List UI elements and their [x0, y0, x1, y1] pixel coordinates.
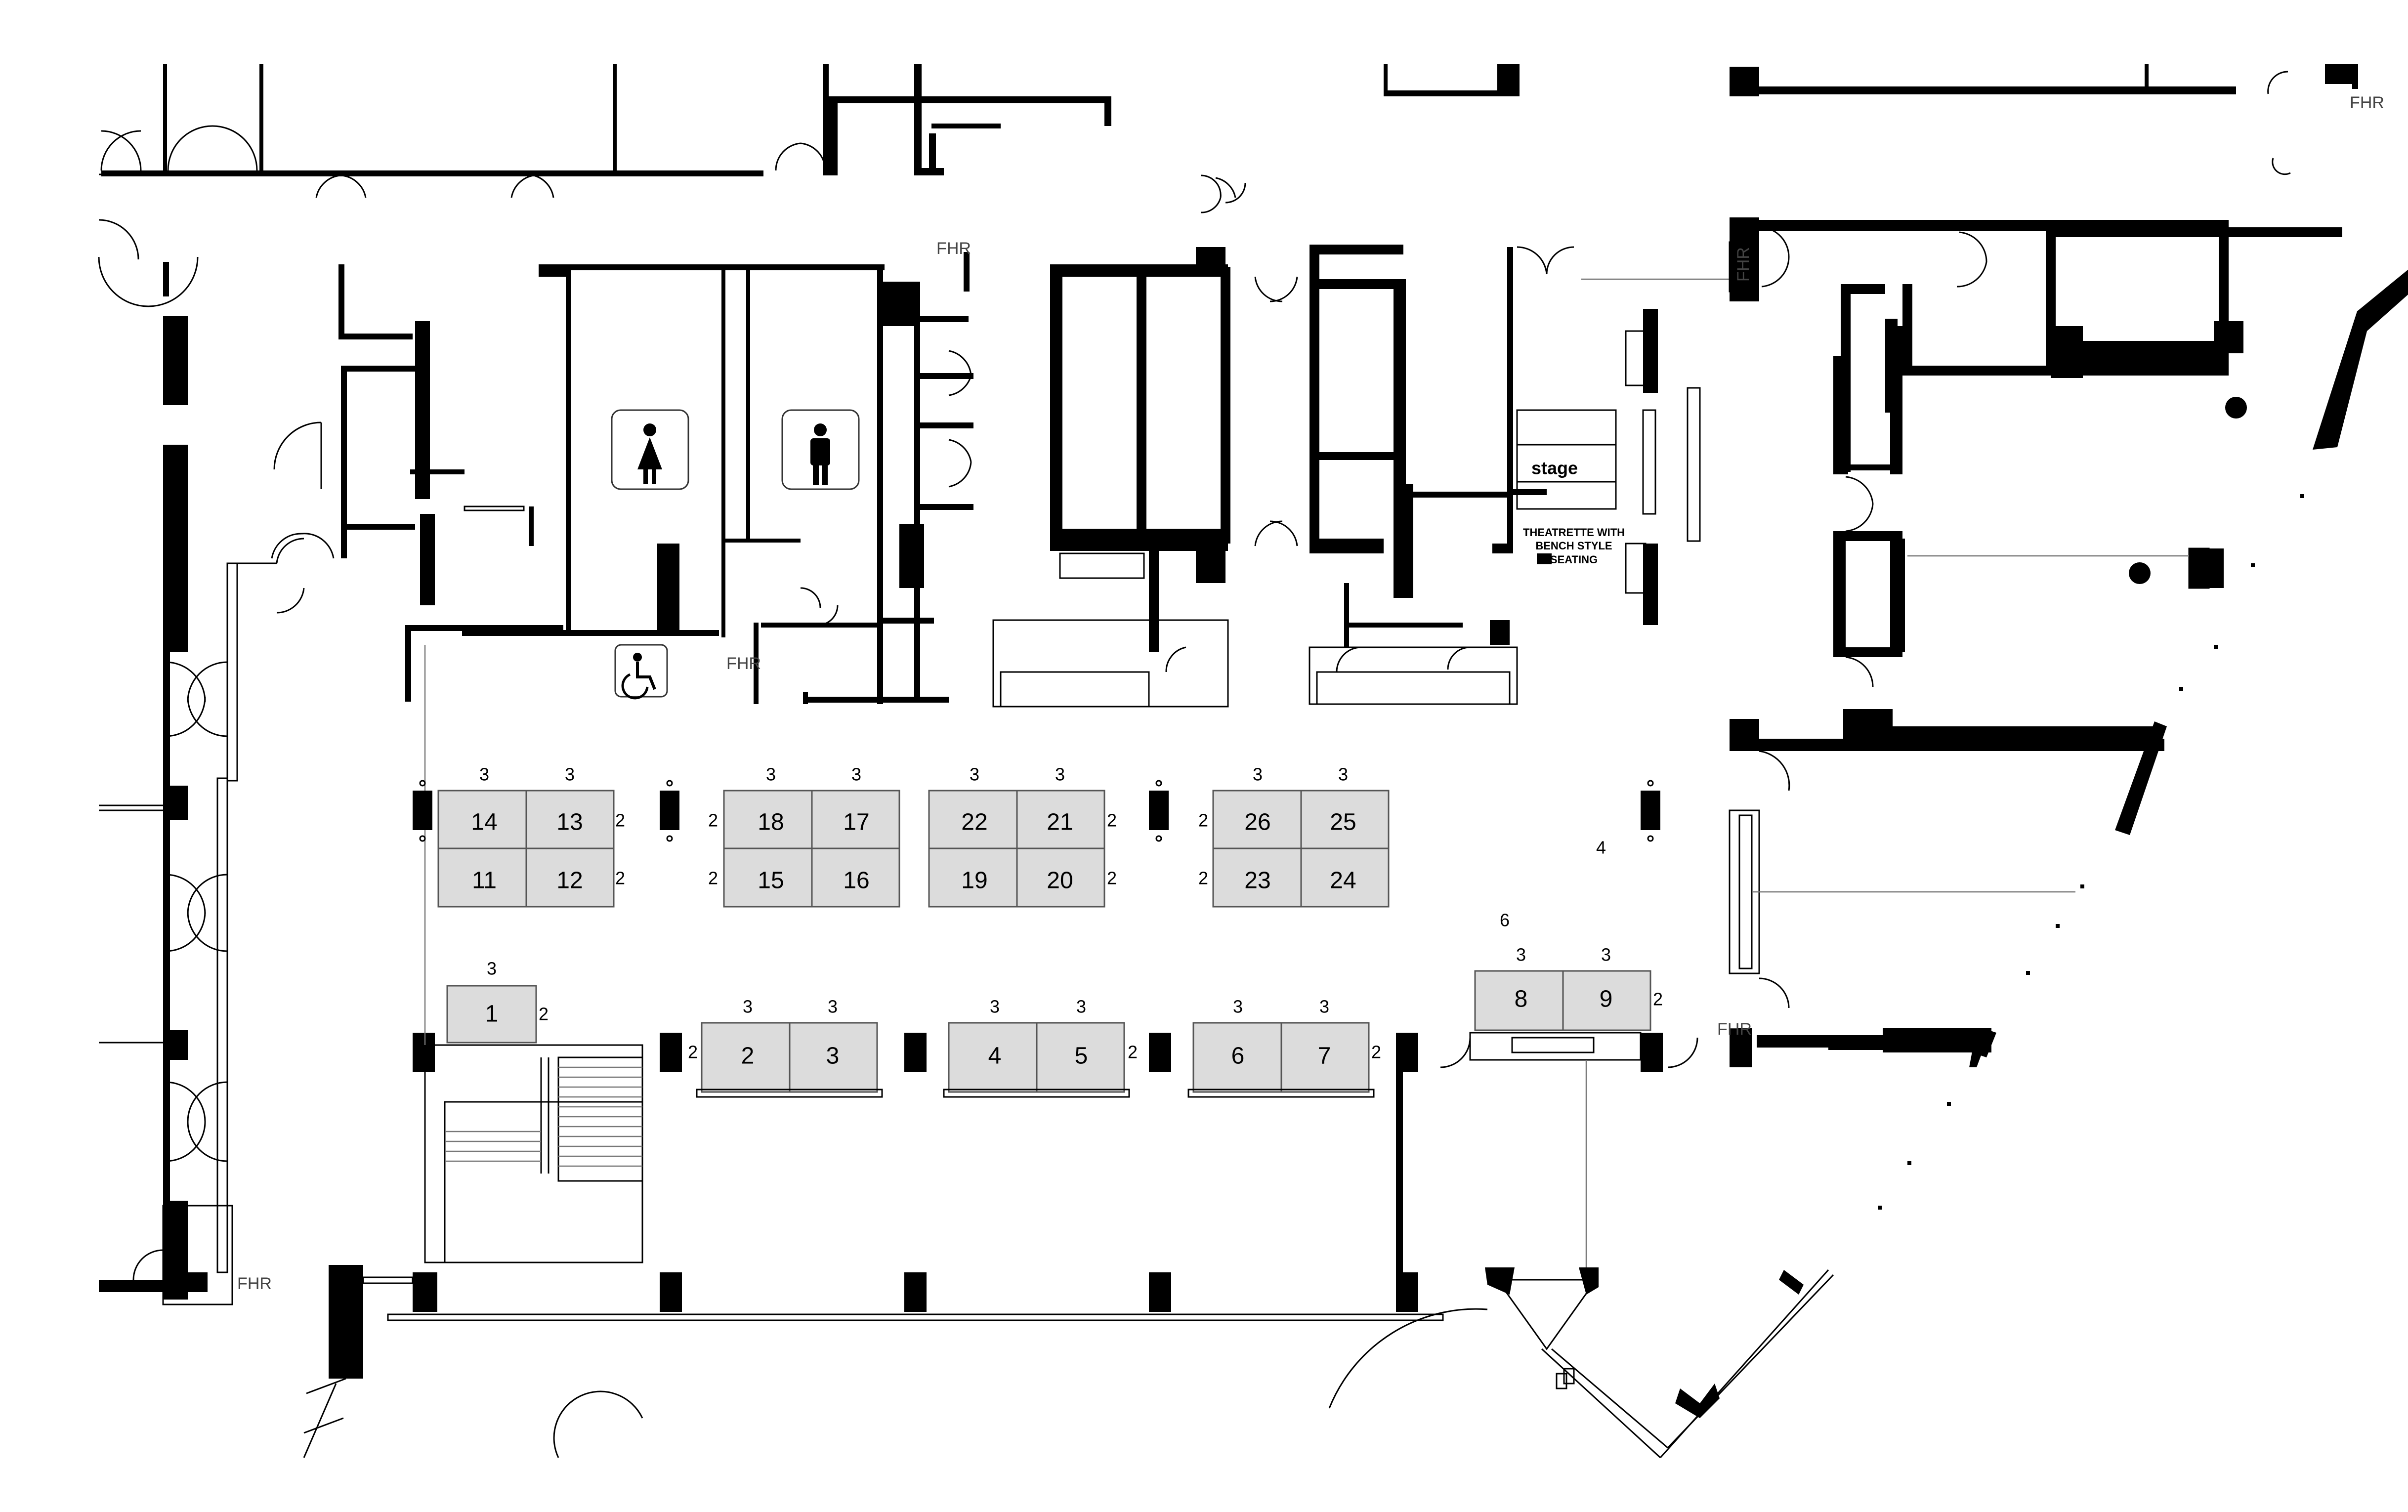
svg-text:2: 2 — [615, 868, 625, 888]
svg-text:3: 3 — [1516, 945, 1526, 965]
svg-text:2: 2 — [708, 868, 718, 888]
svg-text:3: 3 — [1233, 997, 1243, 1017]
fhr-label: FHR — [1717, 1020, 1752, 1039]
booth-number: 1 — [485, 1001, 499, 1027]
booth-number: 23 — [1244, 868, 1270, 894]
svg-text:2: 2 — [1107, 868, 1117, 888]
svg-text:2: 2 — [1128, 1042, 1138, 1062]
booth[interactable] — [437, 790, 615, 908]
booth-number: 21 — [1047, 809, 1073, 836]
booth-number: 26 — [1244, 809, 1270, 836]
svg-text:3: 3 — [1319, 997, 1329, 1017]
booth-number: 20 — [1047, 868, 1073, 894]
svg-text:6: 6 — [1500, 910, 1510, 930]
booth-number: 4 — [988, 1043, 1002, 1069]
fhr-label: FHR — [1734, 247, 1753, 282]
facade-dots — [1878, 494, 2304, 1210]
booth-number: 12 — [556, 868, 583, 894]
svg-text:THEATRETTE WITH: THEATRETTE WITH — [1523, 526, 1625, 539]
booth-number: 19 — [961, 868, 987, 894]
theatrette-label: THEATRETTE WITH BENCH STYLE SEATING — [1523, 526, 1625, 566]
booth-number: 9 — [1600, 986, 1613, 1012]
reference-lines — [424, 278, 2189, 1045]
booth[interactable] — [723, 790, 900, 908]
svg-text:3: 3 — [970, 764, 979, 785]
svg-text:3: 3 — [1253, 764, 1263, 785]
svg-text:3: 3 — [565, 764, 575, 785]
svg-text:3: 3 — [487, 959, 497, 979]
column-marker — [2225, 397, 2247, 419]
corridor-frames — [99, 173, 761, 1305]
booth-number: 25 — [1330, 809, 1356, 836]
door-swings — [98, 71, 2291, 1458]
corridor-doors — [132, 538, 305, 1280]
fhr-label: FHR — [936, 239, 971, 258]
booth-number: 7 — [1318, 1043, 1331, 1069]
pillar-dots — [419, 780, 1654, 842]
svg-text:2: 2 — [688, 1042, 698, 1062]
svg-text:2: 2 — [1198, 810, 1208, 831]
svg-text:3: 3 — [479, 764, 489, 785]
svg-text:2: 2 — [615, 810, 625, 831]
svg-text:2: 2 — [1107, 810, 1117, 831]
stage-label: stage — [1531, 458, 1578, 478]
booth[interactable] — [928, 790, 1105, 908]
svg-text:3: 3 — [1338, 764, 1348, 785]
svg-text:3: 3 — [1076, 997, 1086, 1017]
svg-text:SEATING: SEATING — [1550, 553, 1598, 566]
svg-text:3: 3 — [828, 997, 838, 1017]
lower-hall — [303, 494, 2304, 1459]
booth-number: 11 — [472, 868, 497, 894]
booth-number: 6 — [1231, 1043, 1245, 1069]
booth-number: 2 — [741, 1043, 755, 1069]
svg-text:2: 2 — [1198, 868, 1208, 888]
fhr-label: FHR — [2350, 93, 2384, 112]
fhr-label: FHR — [726, 654, 761, 673]
booth-number: 3 — [826, 1043, 840, 1069]
svg-text:3: 3 — [766, 764, 776, 785]
walls — [99, 64, 2408, 1418]
svg-text:3: 3 — [1601, 945, 1611, 965]
booth-number: 15 — [758, 868, 784, 894]
stairs — [445, 1066, 642, 1167]
booth-number: 14 — [471, 809, 497, 836]
svg-text:3: 3 — [990, 997, 1000, 1017]
fhr-labels: FHR FHR FHR FHR FHR FHR — [237, 93, 2384, 1293]
booth-number: 24 — [1330, 868, 1356, 894]
svg-text:3: 3 — [851, 764, 861, 785]
booth-numbers: 1 2 3 4 5 6 7 8 9 11 12 13 14 15 16 17 1… — [471, 809, 1612, 1069]
booth-number: 17 — [843, 809, 869, 836]
svg-text:3: 3 — [743, 997, 753, 1017]
booth-number: 5 — [1075, 1043, 1088, 1069]
svg-text:BENCH STYLE: BENCH STYLE — [1535, 540, 1612, 552]
column-marker-2 — [2129, 562, 2151, 584]
dimension-marks: 3 3 3 3 3 3 3 3 3 3 3 3 3 3 3 3 3 2 2 2 … — [479, 764, 1663, 1062]
booth[interactable] — [446, 985, 537, 1044]
accessible-toilet-icon — [614, 644, 668, 700]
booths-group — [437, 790, 1651, 1098]
svg-text:4: 4 — [1596, 838, 1606, 858]
booth-number: 8 — [1515, 986, 1528, 1012]
svg-text:2: 2 — [1371, 1042, 1381, 1062]
booth-number: 13 — [556, 809, 583, 836]
male-toilet-icon — [781, 409, 860, 490]
booth-number: 22 — [961, 809, 987, 836]
female-toilet-icon — [611, 409, 689, 490]
pillars — [413, 791, 1169, 830]
booth-number: 16 — [843, 868, 869, 894]
svg-text:2: 2 — [708, 810, 718, 831]
booth[interactable] — [1212, 790, 1390, 908]
fhr-label: FHR — [237, 1274, 272, 1293]
booth-number: 18 — [758, 809, 784, 836]
svg-text:3: 3 — [1055, 764, 1065, 785]
svg-text:2: 2 — [1653, 989, 1663, 1009]
svg-text:2: 2 — [539, 1004, 549, 1024]
